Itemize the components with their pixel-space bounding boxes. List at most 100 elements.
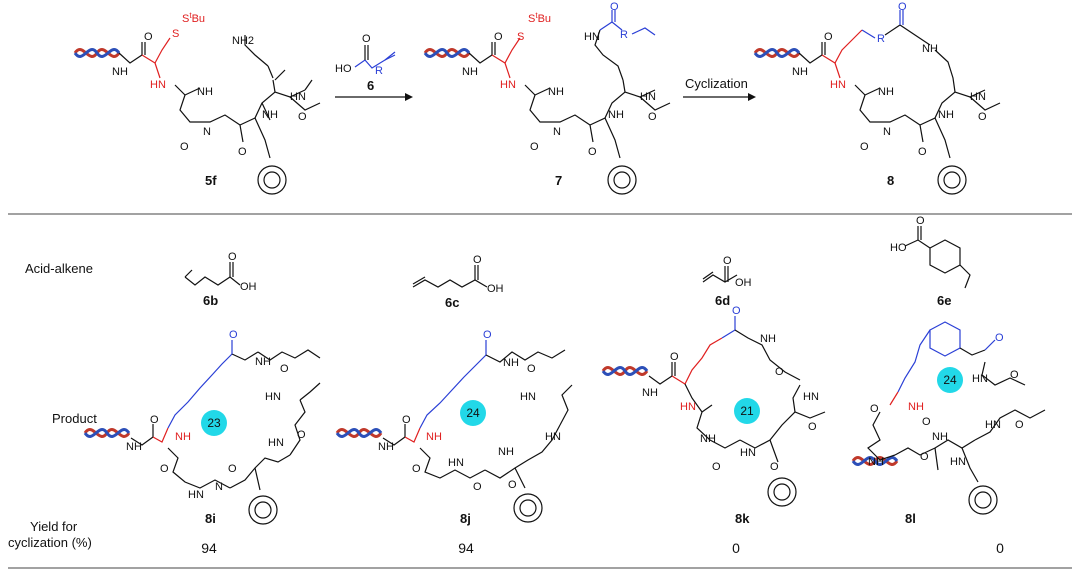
atom-hn: HN — [803, 391, 819, 403]
atom-o: O — [412, 463, 421, 475]
structure-6b — [184, 262, 241, 286]
atom-o: O — [775, 366, 784, 378]
stbu-label: StBu — [182, 11, 205, 26]
atom-o: O — [527, 363, 536, 375]
atom-r: R — [375, 65, 383, 77]
structure-8j — [382, 340, 573, 523]
atom-hn: HN — [640, 91, 656, 103]
row-header-yield-2: cyclization (%) — [8, 535, 92, 550]
atom-nh: NH — [938, 109, 954, 121]
ring-size-badge — [734, 398, 760, 424]
atom-o: O — [712, 461, 721, 473]
atom-nh: NH — [608, 109, 624, 121]
atom-nh: HN — [290, 91, 306, 103]
atom-n: N — [215, 481, 223, 493]
atom-n: N — [553, 126, 561, 138]
product-label: 8i — [205, 511, 216, 526]
atom-o: O — [920, 451, 929, 463]
atom-n: N — [883, 126, 891, 138]
structure-6c — [412, 265, 488, 288]
atom-nh: NH — [868, 456, 884, 468]
atom-nh: NH — [197, 86, 213, 98]
atom-hn: HN — [150, 79, 166, 91]
dna-tag-icon — [601, 366, 649, 376]
atom-hn: HN — [268, 437, 284, 449]
atom-nh: NH — [548, 86, 564, 98]
stbu-label: StBu — [528, 11, 551, 26]
product-label: 8k — [735, 511, 750, 526]
atom-nh: NH — [262, 109, 278, 121]
atom-o: O — [922, 416, 931, 428]
atom-nh: NH — [792, 66, 808, 78]
yield-value: 94 — [458, 540, 474, 556]
cyclization-label: Cyclization — [685, 76, 748, 91]
structure-8k — [648, 316, 826, 507]
atom-o: O — [1010, 369, 1019, 381]
atom-nh: NH — [908, 401, 924, 413]
atom-hn: HN — [448, 457, 464, 469]
atom-r: R — [877, 33, 885, 45]
atom-oh: OH — [487, 283, 504, 295]
atom-o: O — [228, 463, 237, 475]
atom-hn: HN — [830, 79, 846, 91]
atom-o: O — [473, 481, 482, 493]
atom-o: O — [610, 1, 619, 13]
atom-o: O — [298, 111, 307, 123]
atom-o: O — [918, 146, 927, 158]
acid-label: 6b — [203, 293, 218, 308]
dna-tag-icon — [335, 428, 383, 438]
atom-hn: HN — [970, 91, 986, 103]
atom-nh: NH — [112, 66, 128, 78]
ring-size: 24 — [466, 406, 480, 420]
atom-nh: NH — [175, 431, 191, 443]
arrow-2 — [683, 93, 756, 101]
atom-o: O — [670, 351, 679, 363]
product-label: 8l — [905, 511, 916, 526]
atom-o: O — [770, 461, 779, 473]
atom-hn: HN — [188, 489, 204, 501]
reagent-6-structure — [354, 45, 396, 69]
atom-o: O — [494, 31, 503, 43]
atom-nh: NH — [498, 446, 514, 458]
structure-6e — [904, 226, 971, 289]
atom-o: O — [229, 329, 238, 341]
atom-o: O — [150, 414, 159, 426]
atom-hn: HN — [584, 31, 600, 43]
atom-hn: N — [203, 126, 211, 138]
structure-8l — [867, 321, 1046, 515]
atom-nh: NH — [426, 431, 442, 443]
dna-tag-icon — [851, 456, 899, 466]
compound-label: 7 — [555, 173, 562, 188]
atom-o: O — [144, 31, 153, 43]
atom-nh: NH — [700, 433, 716, 445]
atom-s: S — [172, 28, 179, 40]
row-header-yield-1: Yield for — [30, 519, 78, 534]
dna-tag-icon — [423, 48, 471, 58]
atom-o: O — [723, 255, 732, 267]
atom-oh: OH — [735, 277, 752, 289]
atom-nh: NH — [932, 431, 948, 443]
atom-hn: HN — [265, 391, 281, 403]
dna-tag-icon — [73, 48, 121, 58]
structure-6d — [702, 266, 738, 283]
acid-label: 6d — [715, 293, 730, 308]
atom-oh: OH — [240, 281, 257, 293]
atom-o: O — [870, 403, 879, 415]
atom-o: O — [180, 141, 189, 153]
atom-s: S — [517, 31, 524, 43]
atom-o: O — [860, 141, 869, 153]
atom-nh: NH — [378, 441, 394, 453]
structure-5f — [118, 35, 321, 195]
atom-o: O — [995, 332, 1004, 344]
row-header-acid: Acid-alkene — [25, 261, 93, 276]
structure-7 — [468, 10, 671, 195]
ring-size: 24 — [943, 373, 957, 387]
atom-nh: NH — [255, 356, 271, 368]
atom-ho: HO — [335, 63, 352, 75]
atom-o: O — [402, 414, 411, 426]
atom-o: O — [1015, 419, 1024, 431]
atom-nh: NH — [462, 66, 478, 78]
atom-ho: HO — [890, 242, 907, 254]
atom-o: O — [916, 215, 925, 227]
